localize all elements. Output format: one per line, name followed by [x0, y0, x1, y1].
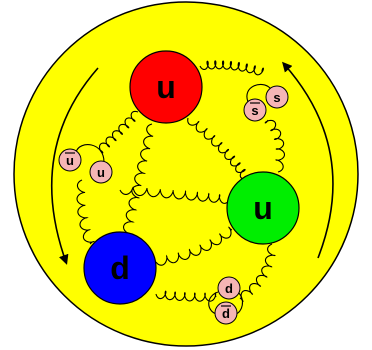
up-quark-red: u	[129, 50, 203, 124]
up-quark-red-label: u	[156, 69, 176, 105]
up-quark-red-circle	[129, 50, 203, 124]
sea-quark-d-circle	[217, 276, 241, 300]
sea-antiquark-u-label: u	[66, 153, 74, 168]
gluon-u-pair-to-down	[76, 179, 96, 245]
sea-antiquark-d-label: d	[222, 306, 230, 321]
u-pair-loop	[75, 144, 105, 163]
sea-quark-u-label: u	[97, 165, 105, 180]
sea-antiquark-s: s	[243, 98, 267, 122]
down-quark-blue: d	[83, 231, 157, 305]
sea-quark-s-circle	[265, 85, 289, 109]
gluon-lines	[76, 60, 286, 303]
sea-antiquark-u: u	[58, 148, 82, 172]
sea-antiquark-u-circle	[58, 148, 82, 172]
down-quark-blue-circle	[83, 231, 157, 305]
gluon-cross	[119, 186, 231, 204]
up-quark-green-label: u	[253, 190, 273, 226]
gluon-down-to-green	[155, 226, 233, 266]
left-circulation-arrow	[50, 67, 99, 265]
gluon-red-to-green	[187, 117, 251, 180]
sea-antiquark-d-circle	[214, 301, 238, 325]
sea-antiquark-s-label: s	[251, 103, 258, 118]
down-quark-blue-label: d	[110, 250, 130, 286]
sea-quark-u: u	[89, 160, 113, 184]
proton-circle	[13, 1, 359, 347]
gluon-green-to-d-pair	[239, 243, 276, 303]
gluon-green-to-s	[264, 119, 286, 173]
up-quark-green-circle	[226, 171, 300, 245]
s-pair-loop	[246, 84, 271, 103]
sea-quark-s-label: s	[273, 90, 280, 105]
gluon-red-to-u-pair	[98, 110, 139, 154]
gluon-red-to-s	[199, 60, 264, 76]
right-circulation-arrow	[282, 61, 334, 259]
sea-quark-d: d	[217, 276, 241, 300]
up-quark-green: u	[226, 171, 300, 245]
sea-antiquark-d: d	[214, 301, 238, 325]
gluon-down-to-d-pair	[155, 290, 217, 302]
sea-quark-u-circle	[89, 160, 113, 184]
sea-quark-s: s	[265, 85, 289, 109]
sea-antiquark-s-circle	[243, 98, 267, 122]
gluon-red-to-down	[122, 123, 154, 235]
sea-quark-d-label: d	[225, 281, 233, 296]
